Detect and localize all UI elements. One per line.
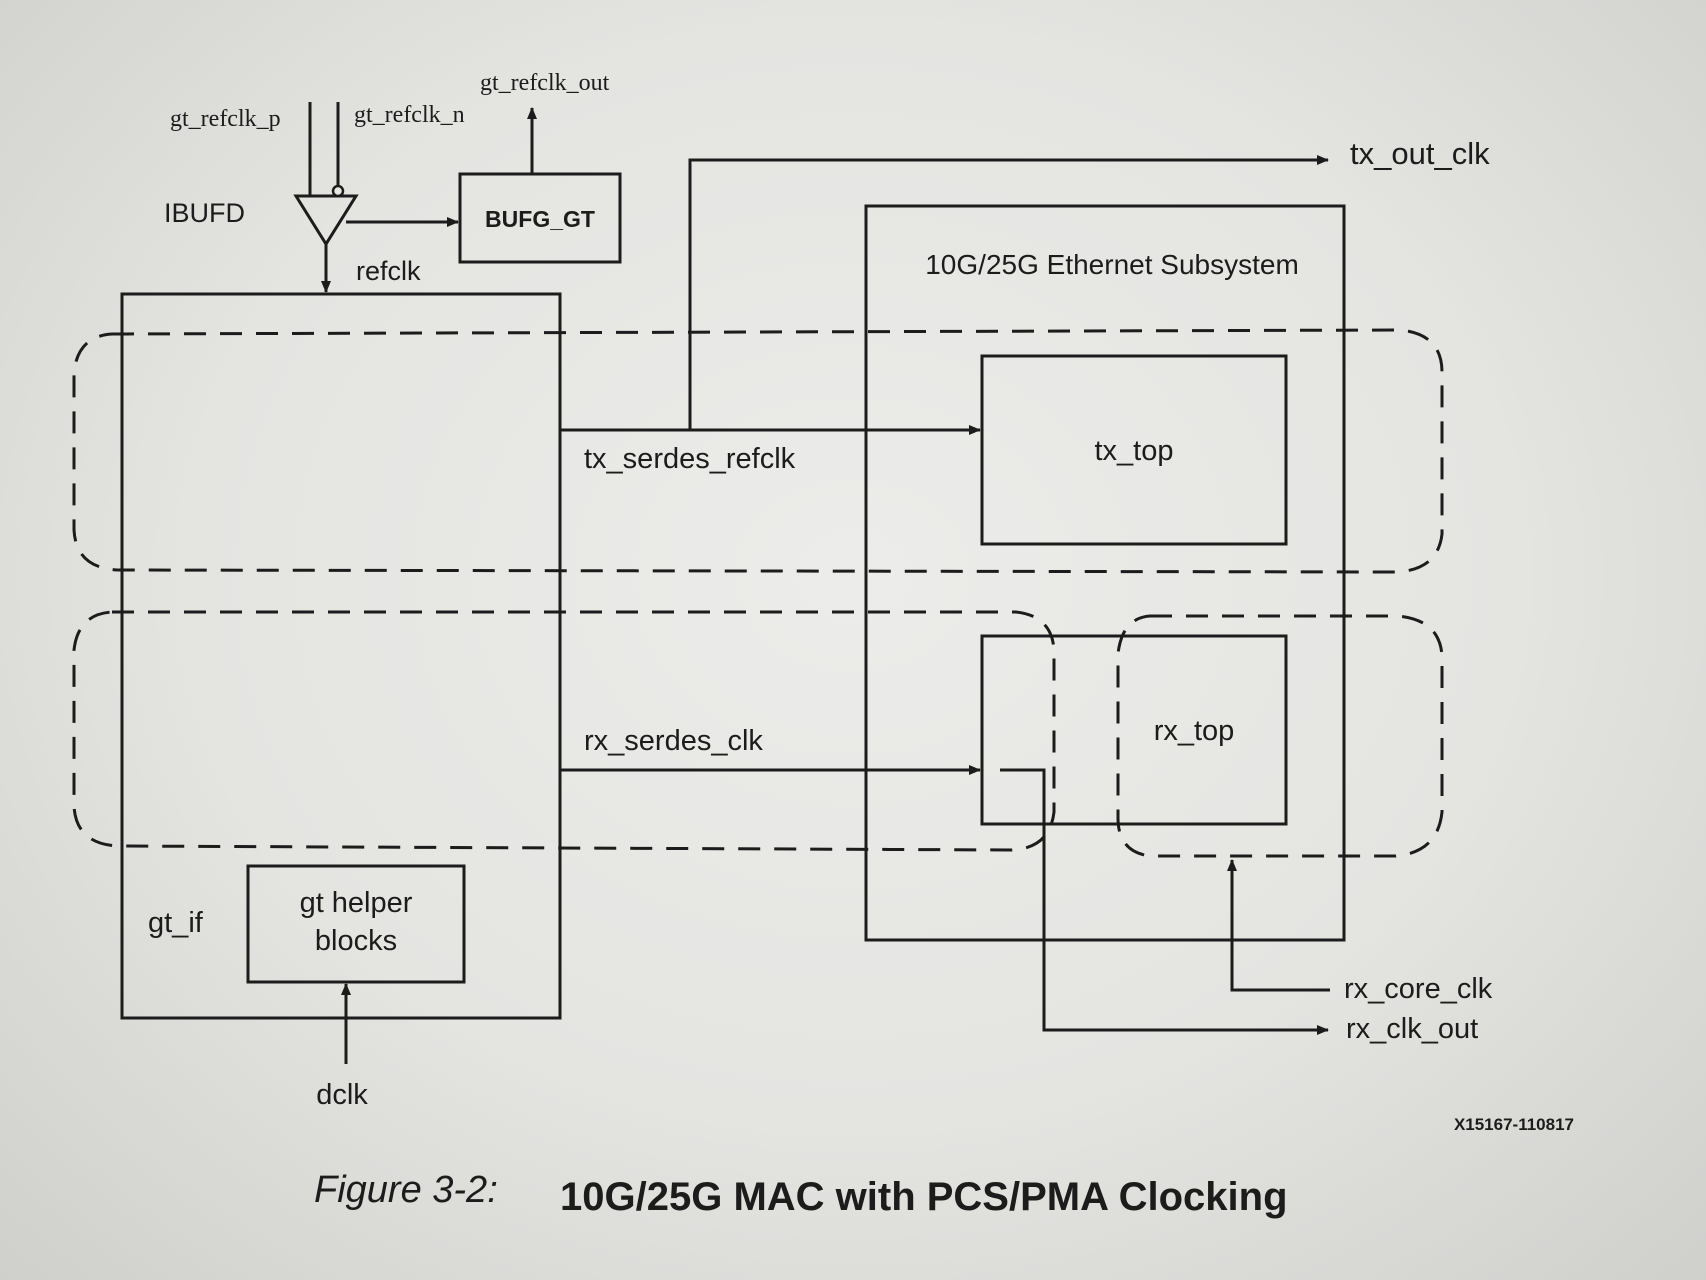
subsystem-title: 10G/25G Ethernet Subsystem: [925, 249, 1299, 280]
caption-label: Figure 3-2:: [314, 1169, 498, 1211]
tx-out-clk-wire: [688, 155, 1329, 430]
gt-refclk-p-label: gt_refclk_p: [170, 106, 281, 132]
ibufd-symbol: [293, 194, 359, 247]
rx-clk-out-label: rx_clk_out: [1346, 1013, 1478, 1045]
gt-refclk-n-label: gt_refclk_n: [354, 102, 465, 128]
gt-helper-block: [246, 864, 466, 984]
tx-serdes-refclk-label: tx_serdes_refclk: [584, 443, 796, 475]
ibufd-label: IBUFD: [164, 198, 245, 228]
figure-id-label: X15167-110817: [1454, 1115, 1574, 1134]
gt-helper-label-line2: blocks: [315, 925, 397, 957]
gt-if-block: [120, 292, 562, 1020]
refclk-label: refclk: [356, 256, 421, 286]
rx-serdes-clk-label: rx_serdes_clk: [584, 725, 763, 757]
tx-top-label: tx_top: [1095, 435, 1174, 467]
gt-if-label: gt_if: [148, 907, 204, 939]
tx-top-block: [980, 354, 1288, 546]
rx-top-label: rx_top: [1154, 715, 1235, 747]
tx-clock-domain-region: [72, 328, 1444, 574]
rx-clk-out-wire: [1000, 768, 1329, 1035]
rx-core-domain-region: [1116, 614, 1444, 858]
dclk-label: dclk: [316, 1079, 368, 1111]
bufg-gt-label: BUFG_GT: [485, 206, 595, 232]
rx-core-clk-label: rx_core_clk: [1344, 973, 1493, 1005]
gt-helper-label-line1: gt helper: [300, 887, 413, 919]
gt-refclk-out-label: gt_refclk_out: [480, 70, 610, 96]
rx-serdes-domain-region: [72, 610, 1056, 852]
caption-title: 10G/25G MAC with PCS/PMA Clocking: [560, 1175, 1288, 1219]
rx-core-clk-wire: [1227, 859, 1330, 992]
rx-top-block: [980, 634, 1288, 826]
ibufd-inversion-bubble: [331, 184, 345, 198]
tx-out-clk-label: tx_out_clk: [1350, 136, 1490, 171]
bufg-gt-block: [458, 172, 622, 264]
